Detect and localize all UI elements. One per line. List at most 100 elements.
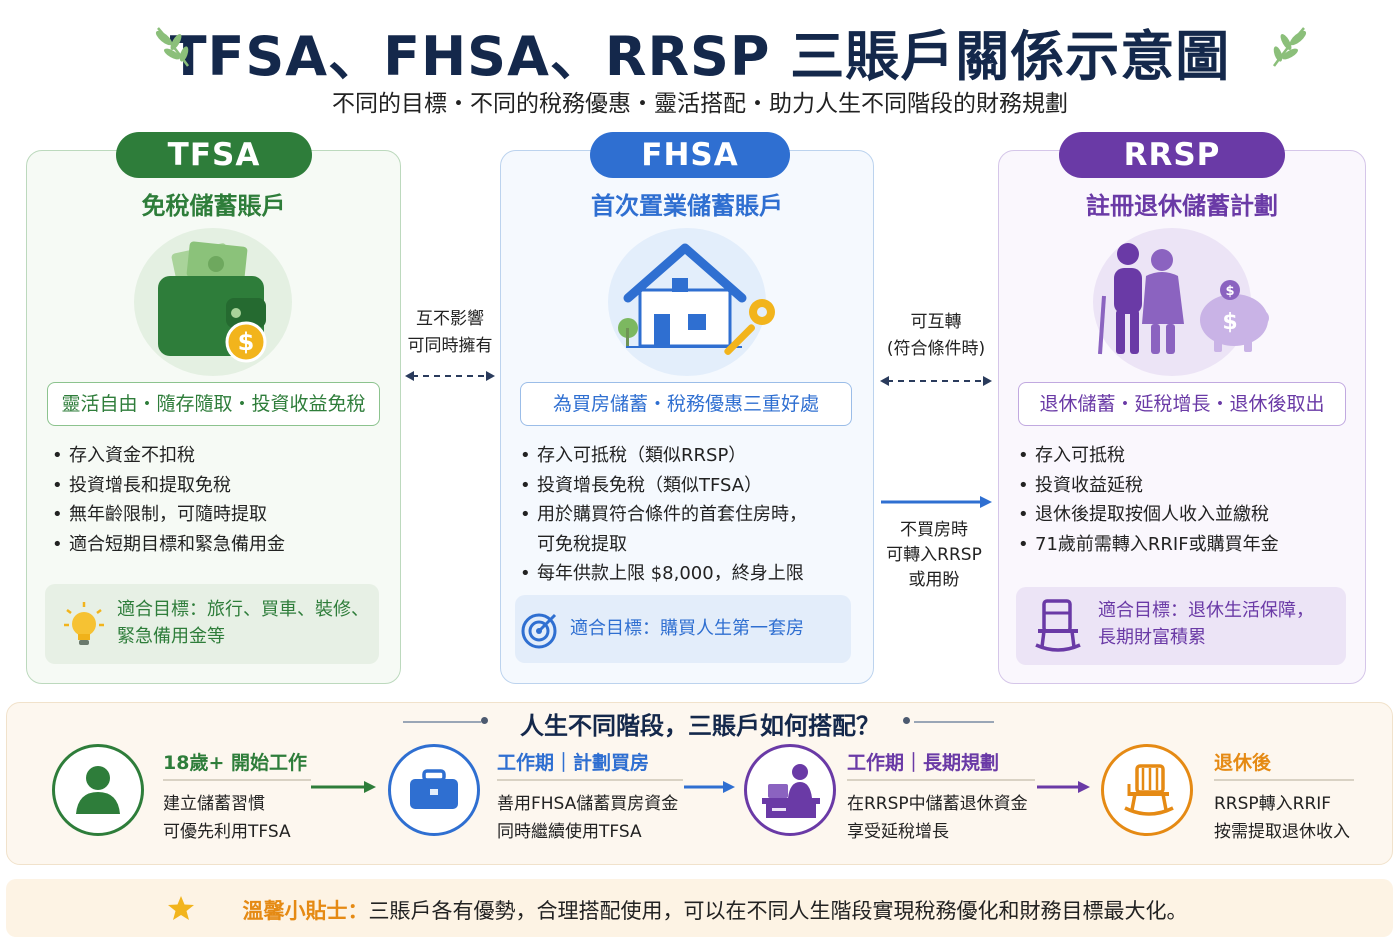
list-item-continuation: 可免稅提取 (537, 533, 627, 555)
wallet-money-icon: $ (158, 241, 267, 363)
tfsa-name: 免稅儲蓄賬戶 (141, 192, 286, 220)
rrsp-goal-text: 適合目標：退休生活保障， 長期財富積累 (1098, 597, 1314, 651)
briefcase-icon (410, 769, 458, 809)
star-icon (168, 896, 194, 920)
tip-text: 溫馨小貼士：三賬戶各有優勢，合理搭配使用，可以在不同人生階段實現稅務優化和財務目… (0, 895, 1400, 925)
list-item: 存入可抵稅 (1018, 441, 1358, 471)
divider (497, 779, 683, 781)
list-item: 投資增長和提取免稅 (52, 471, 392, 501)
rrsp-tagline: 退休儲蓄・延稅增長・退休後取出 (1018, 382, 1346, 426)
double-arrow-icon (405, 371, 495, 381)
life-stages-title: 人生不同階段，三賬戶如何搭配？ (520, 712, 880, 740)
rocking-chair-icon (1124, 764, 1174, 816)
stage-1-icon-circle (52, 744, 144, 836)
leaf-left-icon (155, 27, 190, 67)
list-item: 無年齡限制，可隨時提取 (52, 500, 392, 530)
relation-line: 互不影響 (416, 309, 484, 329)
double-arrow-icon (880, 376, 992, 386)
list-item: 71歲前需轉入RRIF或購買年金 (1018, 530, 1358, 560)
relation-line: 不買房時 (900, 520, 968, 540)
list-item-text: 用於購買符合條件的首套住房時， (537, 504, 807, 525)
desc-line: 享受延稅增長 (847, 822, 949, 842)
stage-2-icon-circle (388, 744, 480, 836)
desc-line: 在RRSP中儲蓄退休資金 (847, 794, 1028, 814)
divider (847, 779, 1035, 781)
svg-text:$: $ (238, 328, 255, 356)
rrsp-badge: RRSP (1059, 132, 1285, 178)
relation-line: (符合條件時) (886, 339, 986, 359)
goal-line: 適合目標：退休生活保障， (1098, 600, 1314, 621)
tip-banner (6, 879, 1393, 937)
desc-line: 同時繼續使用TFSA (497, 822, 642, 842)
fhsa-goal: 適合目標：購買人生第一套房 (515, 595, 851, 663)
stage-2-title: 工作期｜計劃買房 (497, 752, 650, 774)
tip-label: 溫馨小貼士： (242, 899, 369, 923)
desc-line: 善用FHSA儲蓄買房資金 (497, 794, 679, 814)
tfsa-goal: 適合目標：旅行、買車、裝修、 緊急備用金等 (45, 584, 379, 664)
stage-1-title: 18歲+ 開始工作 (163, 752, 307, 774)
tip-content: 三賬戶各有優勢，合理搭配使用，可以在不同人生階段實現稅務優化和財務目標最大化。 (368, 899, 1188, 923)
stage-3-title: 工作期｜長期規劃 (847, 752, 1000, 774)
stage-3-icon-circle (744, 744, 836, 836)
tfsa-fhsa-relation: 互不影響 可同時擁有 (400, 306, 500, 360)
desc-line: 建立儲蓄習慣 (163, 794, 265, 814)
svg-text:$: $ (1225, 284, 1234, 299)
stage-3-desc: 在RRSP中儲蓄退休資金 享受延稅增長 (847, 790, 1028, 846)
stage-4-desc: RRSP轉入RRIF 按需提取退休收入 (1214, 790, 1350, 846)
list-item: 適合短期目標和緊急備用金 (52, 530, 392, 560)
goal-line: 緊急備用金等 (117, 626, 225, 647)
rrsp-name: 註冊退休儲蓄計劃 (1086, 192, 1278, 220)
fhsa-name: 首次置業儲蓄賬戶 (591, 192, 783, 220)
fhsa-badge: FHSA (590, 132, 790, 178)
relation-line: 可轉入RRSP (886, 545, 982, 565)
life-stages-section (6, 702, 1393, 865)
divider-dot (903, 717, 910, 724)
arrow-right-icon (1037, 781, 1090, 793)
target-icon (521, 613, 557, 649)
house-key-icon (618, 243, 775, 356)
arrow-right-icon (311, 781, 376, 793)
retiree-piggy-bank-icon: $ $ (1098, 243, 1269, 355)
divider (1214, 779, 1354, 781)
list-item: 存入資金不扣稅 (52, 441, 392, 471)
right-arrow-icon (881, 496, 992, 508)
desc-line: RRSP轉入RRIF (1214, 794, 1332, 814)
desc-line: 按需提取退休收入 (1214, 822, 1350, 842)
arrow-right-icon (684, 781, 735, 793)
desc-line: 可優先利用TFSA (163, 822, 291, 842)
divider-dot (481, 717, 488, 724)
rocking-chair-icon (1035, 599, 1081, 652)
fhsa-features: 存入可抵稅（類似RRSP） 投資增長免稅（類似TFSA） 用於購買符合條件的首套… (520, 441, 872, 618)
tfsa-tagline: 靈活自由・隨存隨取・投資收益免稅 (47, 382, 380, 426)
relation-line: 可同時擁有 (407, 336, 493, 356)
fhsa-goal-text: 適合目標：購買人生第一套房 (570, 618, 804, 639)
tfsa-goal-text: 適合目標：旅行、買車、裝修、 緊急備用金等 (117, 596, 369, 650)
lightbulb-icon (64, 602, 104, 645)
list-item: 退休後提取按個人收入並繳稅 (1018, 500, 1358, 530)
page-title: TFSA、FHSA、RRSP 三賬戶關係示意圖 (169, 25, 1231, 88)
divider (163, 779, 311, 781)
goal-line: 長期財富積累 (1098, 627, 1206, 648)
stage-2-desc: 善用FHSA儲蓄買房資金 同時繼續使用TFSA (497, 790, 678, 846)
list-item: 存入可抵稅（類似RRSP） (520, 441, 872, 471)
stage-4-icon-circle (1101, 744, 1193, 836)
tfsa-features: 存入資金不扣稅 投資增長和提取免稅 無年齡限制，可隨時提取 適合短期目標和緊急備… (52, 441, 392, 559)
stage-1-desc: 建立儲蓄習慣 可優先利用TFSA (163, 790, 291, 846)
divider (403, 721, 481, 723)
desk-worker-icon (762, 764, 820, 818)
relation-line: 可互轉 (910, 312, 962, 332)
relation-line: 或用盼 (908, 570, 960, 590)
tfsa-badge: TFSA (116, 132, 312, 178)
page-subtitle: 不同的目標・不同的稅務優惠・靈活搭配・助力人生不同階段的財務規劃 (332, 91, 1068, 117)
fhsa-rrsp-relation: 可互轉 (符合條件時) (874, 309, 998, 363)
goal-line: 適合目標：旅行、買車、裝修、 (117, 599, 369, 620)
divider (914, 721, 994, 723)
person-icon (76, 766, 120, 814)
svg-text:$: $ (1222, 310, 1237, 335)
list-item: 用於購買符合條件的首套住房時， 可免稅提取 (520, 500, 872, 559)
rrsp-features: 存入可抵稅 投資收益延稅 退休後提取按個人收入並繳稅 71歲前需轉入RRIF或購… (1018, 441, 1358, 559)
leaf-right-icon (1272, 27, 1307, 67)
rrsp-goal: 適合目標：退休生活保障， 長期財富積累 (1016, 587, 1346, 665)
list-item: 投資增長免稅（類似TFSA） (520, 471, 872, 501)
stage-4-title: 退休後 (1214, 752, 1272, 774)
